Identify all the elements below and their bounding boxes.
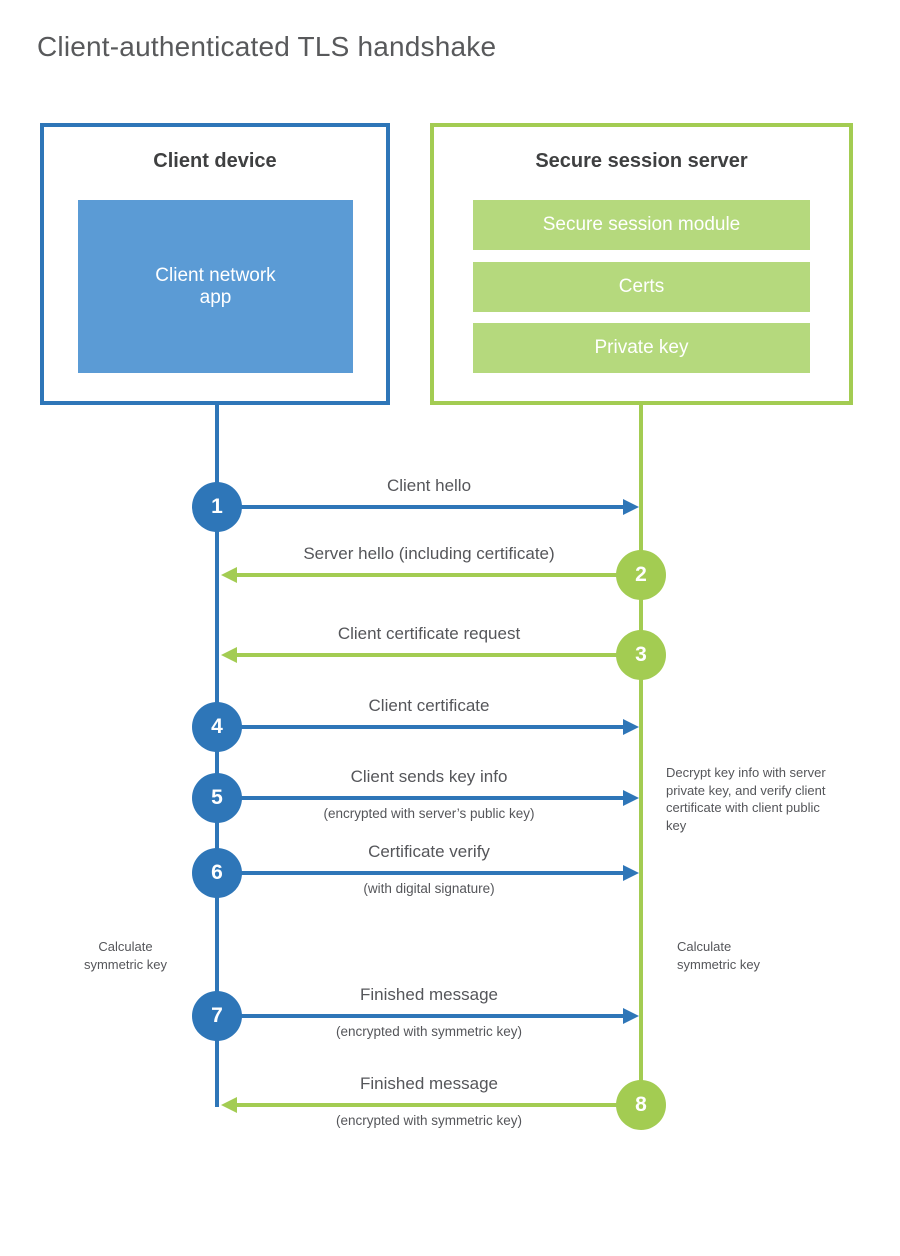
server-title: Secure session server [535, 150, 748, 172]
secure-session-server-box: Secure session server Secure session mod… [430, 123, 853, 405]
note-calculate-symmetric-key-server: Calculate symmetric key [677, 939, 761, 972]
step-4-label: Client certificate [368, 696, 490, 715]
step-2-label: Server hello (including certificate) [303, 544, 555, 563]
certs-bar: Certs [473, 262, 810, 312]
step-7-label: Finished message [360, 985, 498, 1004]
client-device-box: Client device Client network app [40, 123, 390, 405]
step-1-right-arrow [217, 499, 639, 515]
step-8-label: Finished message [360, 1074, 498, 1093]
step-1-number-badge: 1 [192, 482, 242, 532]
step-8-subtitle: (encrypted with symmetric key) [335, 1113, 523, 1128]
step-3-left-arrow [221, 647, 641, 663]
step-8-number-badge: 8 [616, 1080, 666, 1130]
page-title: Client-authenticated TLS handshake [37, 31, 497, 62]
step-6-label: Certificate verify [368, 842, 490, 861]
step-3-label: Client certificate request [337, 624, 521, 643]
step-4-right-arrow [217, 719, 639, 735]
certs-label: Certs [618, 276, 665, 297]
note-calculate-symmetric-key-client: Calculate symmetric key [83, 939, 168, 972]
step-7-subtitle: (encrypted with symmetric key) [335, 1024, 523, 1039]
step-4-number-badge: 4 [192, 702, 242, 752]
step-7-right-arrow [217, 1008, 639, 1024]
step-2-number-badge: 2 [616, 550, 666, 600]
step-6-number-badge: 6 [192, 848, 242, 898]
step-5-subtitle: (encrypted with server’s public key) [323, 806, 535, 821]
step-1-label: Client hello [386, 476, 472, 495]
client-network-app-label: Client network app [155, 264, 276, 308]
step-5-label: Client sends key info [350, 767, 508, 786]
step-6-subtitle: (with digital signature) [363, 881, 495, 896]
secure-session-module-bar: Secure session module [473, 200, 810, 250]
private-key-bar: Private key [473, 323, 810, 373]
private-key-label: Private key [594, 337, 689, 358]
step-8-left-arrow [221, 1097, 641, 1113]
step-5-right-arrow [217, 790, 639, 806]
server-lifeline [639, 405, 643, 1107]
client-network-app-box: Client network app [78, 200, 353, 373]
step-7-number-badge: 7 [192, 991, 242, 1041]
step-3-number-badge: 3 [616, 630, 666, 680]
step-5-number-badge: 5 [192, 773, 242, 823]
step-6-right-arrow [217, 865, 639, 881]
client-lifeline [215, 405, 219, 1107]
secure-session-module-label: Secure session module [542, 214, 741, 235]
client-device-title: Client device [153, 150, 277, 172]
step-2-left-arrow [221, 567, 641, 583]
note-decrypt-key-info: Decrypt key info with server private key… [666, 765, 826, 833]
